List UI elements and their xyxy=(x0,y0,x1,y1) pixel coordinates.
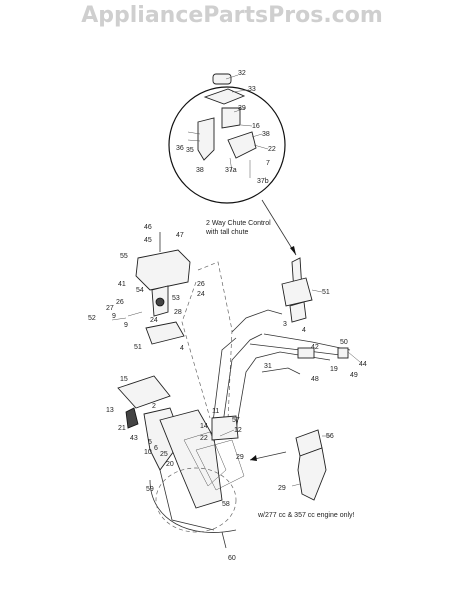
part-label-54[interactable]: 54 xyxy=(136,287,144,294)
part-label-57[interactable]: 57 xyxy=(232,417,240,424)
part-label-48[interactable]: 48 xyxy=(311,376,319,383)
part-label-49[interactable]: 49 xyxy=(350,372,358,379)
engine-note: w/277 cc & 357 cc engine only! xyxy=(257,512,355,519)
part-label-31[interactable]: 31 xyxy=(264,363,272,370)
part-label-3[interactable]: 51 xyxy=(322,289,330,296)
part-label-29[interactable]: 29 xyxy=(278,485,286,492)
part-label-9b[interactable]: 9 xyxy=(124,322,128,329)
part-label-45[interactable]: 45 xyxy=(144,237,152,244)
part-label-39[interactable]: 39 xyxy=(238,105,246,112)
lower-housing xyxy=(117,375,287,549)
part-label-38[interactable]: 38 xyxy=(262,131,270,138)
arm-part xyxy=(227,131,257,159)
callout-detail xyxy=(168,73,286,204)
knob-part xyxy=(212,73,232,85)
part-label-52[interactable]: 52 xyxy=(88,315,96,322)
cover-part xyxy=(203,88,246,105)
part-label-7b[interactable]: 4 xyxy=(302,327,306,334)
callout-note-line2: with tall chute xyxy=(205,229,249,236)
part-label-60[interactable]: 60 xyxy=(228,555,236,562)
part-label-29b[interactable]: 29 xyxy=(236,454,244,461)
part-label-13[interactable]: 13 xyxy=(106,407,114,414)
callout-note-line1: 2 Way Chute Control xyxy=(206,220,271,227)
part-label-56[interactable]: 56 xyxy=(326,433,334,440)
part-label-27[interactable]: 27 xyxy=(106,305,114,312)
handle-frame xyxy=(181,261,361,431)
callout-pointer xyxy=(261,199,297,256)
upper-chute-assembly xyxy=(111,232,191,345)
part-label-11[interactable]: 11 xyxy=(212,408,219,415)
part-label-5[interactable]: 5 xyxy=(148,439,152,446)
part-label-12[interactable]: 12 xyxy=(234,427,242,434)
plate-part xyxy=(221,107,241,129)
part-label-4[interactable]: 4 xyxy=(180,345,184,352)
part-label-22[interactable]: 22 xyxy=(268,146,276,153)
callout-note: 2 Way Chute Control with tall chute xyxy=(205,220,273,236)
part-label-9[interactable]: 9 xyxy=(112,313,116,320)
part-label-35[interactable]: 35 xyxy=(186,147,194,154)
engine-bracket-assembly xyxy=(291,429,330,501)
part-label-42[interactable]: 42 xyxy=(311,344,319,351)
part-label-24b[interactable]: 24 xyxy=(150,317,158,324)
part-label-43[interactable]: 43 xyxy=(130,435,138,442)
part-label-51[interactable]: 51 xyxy=(134,344,142,351)
part-label-2[interactable]: 2 xyxy=(152,403,156,410)
part-label-26[interactable]: 26 xyxy=(197,281,205,288)
part-label-41[interactable]: 41 xyxy=(118,281,126,288)
part-label-37a[interactable]: 37a xyxy=(225,167,237,174)
part-label-16[interactable]: 16 xyxy=(252,123,260,130)
chute-control-assembly xyxy=(281,257,323,323)
callout-circle xyxy=(168,86,286,204)
part-label-58[interactable]: 58 xyxy=(222,501,230,508)
part-label-33[interactable]: 33 xyxy=(248,86,256,93)
part-label-44[interactable]: 44 xyxy=(359,361,367,368)
part-label-37b[interactable]: 37b xyxy=(257,178,269,185)
part-label-15[interactable]: 15 xyxy=(120,376,128,383)
part-label-46[interactable]: 46 xyxy=(144,224,152,231)
part-label-50[interactable]: 50 xyxy=(340,339,348,346)
part-label-38b[interactable]: 38 xyxy=(196,167,204,174)
part-label-8[interactable]: 3 xyxy=(283,321,287,328)
part-label-7[interactable]: 7 xyxy=(266,160,270,167)
arrow-head-icon xyxy=(250,455,257,461)
part-label-10[interactable]: 10 xyxy=(144,449,152,456)
chute-part xyxy=(135,249,191,291)
part-label-32[interactable]: 32 xyxy=(238,70,246,77)
part-label-14[interactable]: 14 xyxy=(200,423,208,430)
part-label-47[interactable]: 47 xyxy=(176,232,184,239)
arrow-head-icon xyxy=(290,246,296,255)
part-label-26b[interactable]: 26 xyxy=(116,299,124,306)
part-label-24[interactable]: 24 xyxy=(197,291,205,298)
part-label-55[interactable]: 55 xyxy=(120,253,128,260)
part-label-36[interactable]: 36 xyxy=(176,145,184,152)
part-label-20[interactable]: 20 xyxy=(166,461,174,468)
part-label-19[interactable]: 19 xyxy=(330,366,338,373)
part-label-53[interactable]: 53 xyxy=(172,295,180,302)
part-label-28[interactable]: 28 xyxy=(174,309,182,316)
deflector-part xyxy=(117,375,171,409)
part-label-25[interactable]: 25 xyxy=(160,451,168,458)
part-label-22b[interactable]: 22 xyxy=(200,435,208,442)
bracket-part xyxy=(197,117,215,161)
part-label-21[interactable]: 21 xyxy=(118,425,126,432)
part-label-6[interactable]: 6 xyxy=(154,445,158,452)
part-label-59[interactable]: 59 xyxy=(146,486,154,493)
watermark: AppliancePartsPros.com xyxy=(81,3,383,28)
